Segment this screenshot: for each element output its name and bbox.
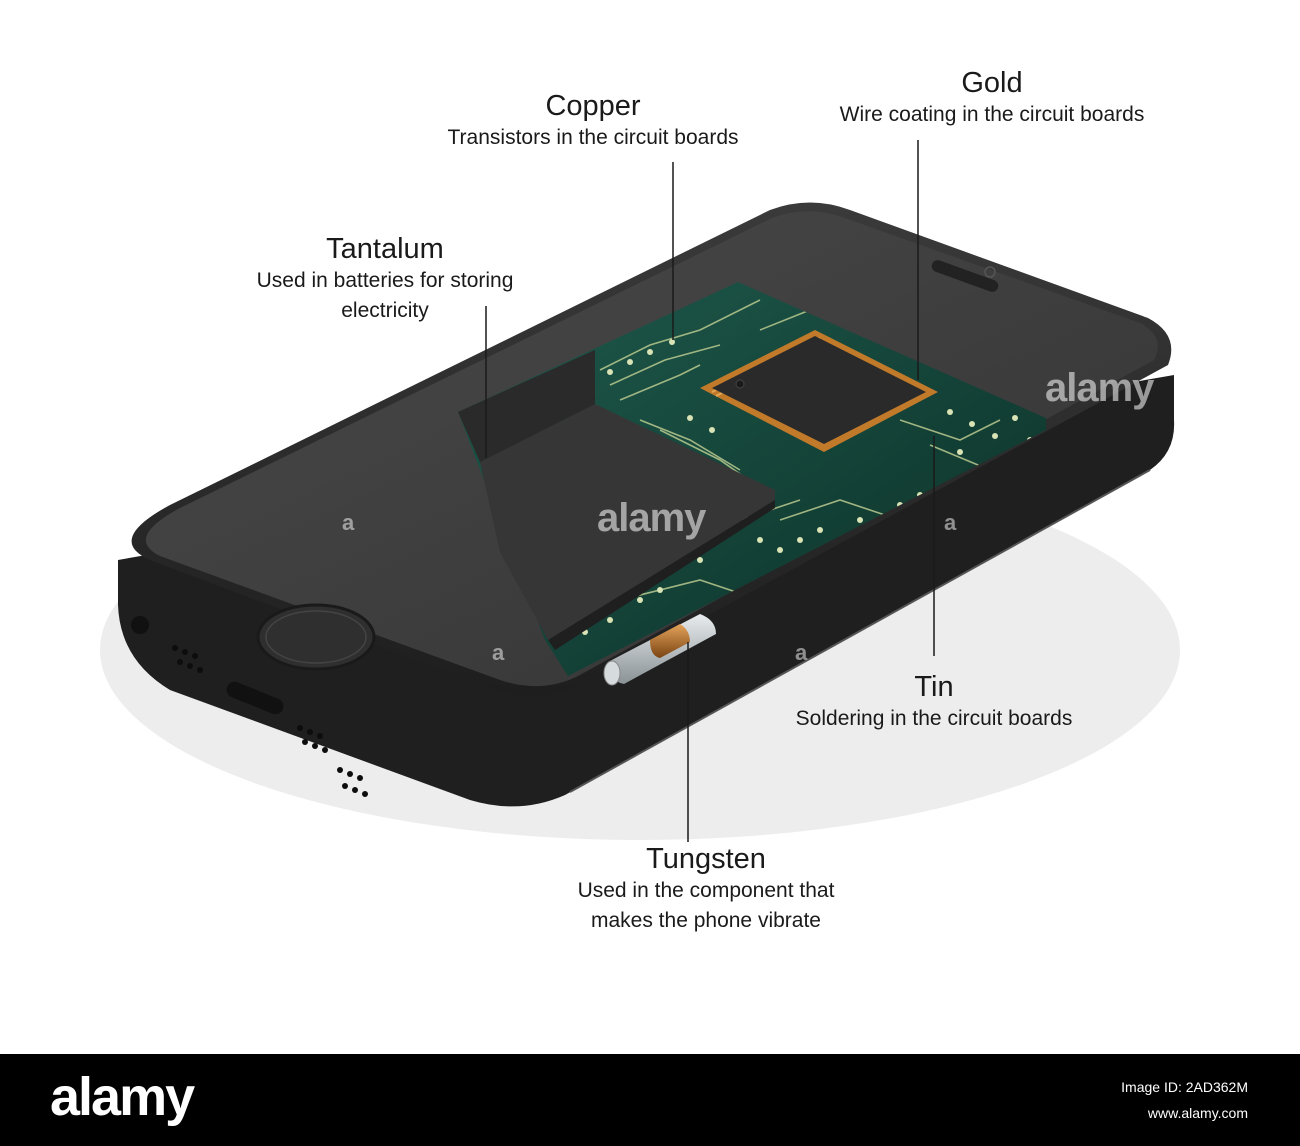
bottom-ports <box>131 616 368 797</box>
callout-description: Used in the component that makes the pho… <box>577 879 835 932</box>
watermark: alamy <box>1045 366 1154 410</box>
callout-description: Used in batteries for storing electricit… <box>256 269 514 322</box>
callout-description: Soldering in the circuit boards <box>795 707 1073 730</box>
image-id: Image ID: 2AD362M <box>1121 1079 1248 1095</box>
vibration-motor <box>603 614 716 686</box>
callout-tantalum: Tantalum Used in batteries for storing e… <box>257 232 514 326</box>
callout-copper: Copper Transistors in the circuit boards <box>448 89 739 153</box>
watermark-letter: a <box>492 640 505 665</box>
watermark-letter: a <box>795 640 808 665</box>
callout-tungsten: Tungsten Used in the component that make… <box>578 842 835 936</box>
earpiece <box>931 260 999 292</box>
battery-block <box>458 350 775 650</box>
site-url: www.alamy.com <box>1147 1105 1248 1121</box>
phone-diagram <box>100 140 1180 842</box>
leader-lines <box>485 140 935 842</box>
callout-description: Wire coating in the circuit boards <box>839 103 1145 126</box>
microchip <box>700 330 938 452</box>
callout-gold: Gold Wire coating in the circuit boards <box>840 66 1145 130</box>
watermark-letter: a <box>944 510 957 535</box>
footer-bar: alamy Image ID: 2AD362M www.alamy.com <box>0 1054 1300 1146</box>
footer-info: Image ID: 2AD362M www.alamy.com <box>1121 1074 1248 1126</box>
callout-title: Gold <box>961 67 1023 99</box>
watermark: alamy <box>597 496 706 540</box>
phone-edge-highlight <box>569 469 1151 793</box>
callout-title: Tungsten <box>646 843 766 875</box>
callout-title: Tantalum <box>326 233 444 265</box>
home-button <box>256 603 376 671</box>
watermark-letter: a <box>342 510 355 535</box>
callout-title: Tin <box>914 671 954 703</box>
callout-tin: Tin Soldering in the circuit boards <box>796 670 1073 734</box>
alamy-logo: alamy <box>50 1067 195 1127</box>
callout-description: Transistors in the circuit boards <box>447 126 739 149</box>
callout-title: Copper <box>545 90 641 122</box>
